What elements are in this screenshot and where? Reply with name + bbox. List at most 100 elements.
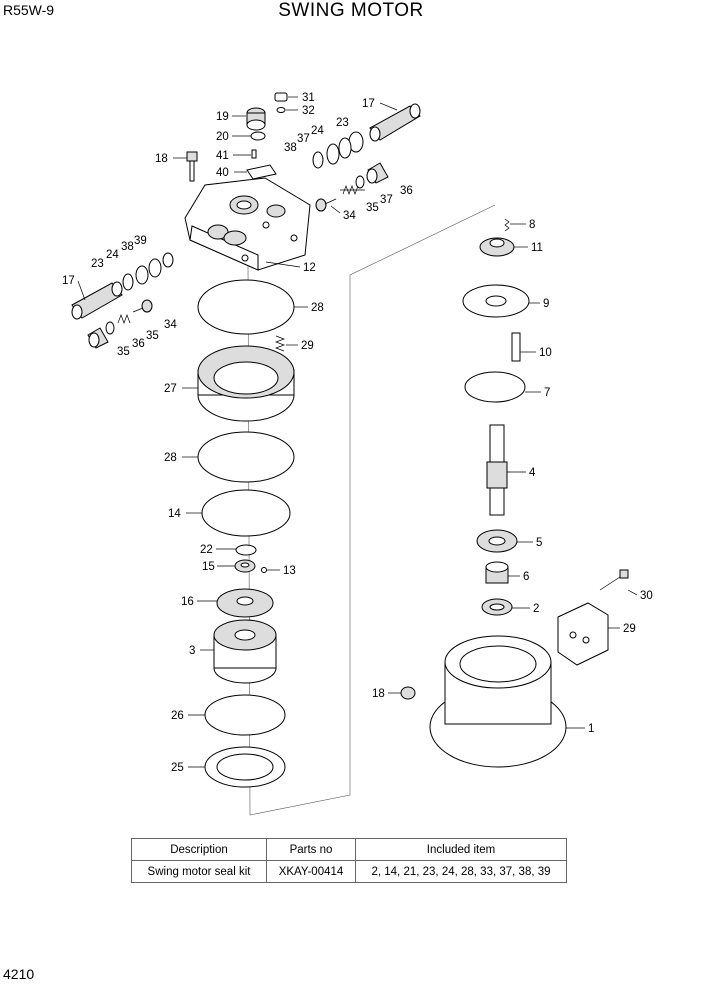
part-41-pin bbox=[251, 149, 257, 159]
callout-37-right: 37 bbox=[380, 194, 393, 206]
part-9-retainer-plate bbox=[462, 284, 530, 318]
part-15-bearing bbox=[234, 559, 256, 573]
callout-33: 32 bbox=[302, 105, 315, 117]
part-34-poppet-right bbox=[315, 198, 337, 212]
cell-parts-no: XKAY-00414 bbox=[266, 860, 356, 883]
part-14-o-ring bbox=[201, 489, 291, 537]
part-24-o-ring-left bbox=[135, 265, 149, 285]
callout-40: 40 bbox=[216, 167, 229, 179]
part-5-bearing bbox=[476, 529, 518, 553]
callout-7: 7 bbox=[544, 387, 550, 399]
callout-22: 22 bbox=[200, 544, 213, 556]
callout-17-left: 17 bbox=[62, 275, 75, 287]
part-37-ring-right bbox=[355, 175, 365, 189]
callout-39-left: 39 bbox=[134, 235, 147, 247]
callout-4: 4 bbox=[529, 467, 536, 479]
part-16-valve-plate bbox=[216, 588, 274, 618]
callout-10: 10 bbox=[539, 347, 552, 359]
part-2-oil-seal bbox=[481, 598, 513, 616]
part-10-piston bbox=[511, 332, 521, 362]
col-header-included-item: Included item bbox=[355, 838, 567, 861]
seal-kit-table: Description Parts no Included item Swing… bbox=[131, 838, 567, 883]
callout-38-left: 38 bbox=[121, 241, 134, 253]
part-22-washer bbox=[235, 544, 257, 556]
callout-17-right: 17 bbox=[362, 98, 375, 110]
part-33-o-ring bbox=[276, 107, 286, 113]
callout-28-lower: 28 bbox=[164, 452, 177, 464]
callout-11: 11 bbox=[531, 242, 543, 254]
part-37-ring-left bbox=[105, 321, 115, 335]
part-4-drive-shaft bbox=[486, 424, 508, 516]
callout-labels: 31 32 17 19 23 24 37 20 38 41 18 40 36 3… bbox=[62, 92, 653, 774]
callout-8: 8 bbox=[529, 219, 535, 231]
callout-23-left: 23 bbox=[91, 258, 104, 270]
callout-25: 25 bbox=[171, 762, 184, 774]
part-38-o-ring-right bbox=[326, 143, 340, 165]
part-17-spool-right bbox=[369, 103, 421, 142]
part-39-o-ring-right bbox=[312, 151, 324, 169]
callout-30: 29 bbox=[623, 623, 636, 635]
part-25-friction-plate bbox=[204, 746, 286, 788]
table-header-row: Description Parts no Included item bbox=[131, 838, 567, 861]
callout-39-right: 38 bbox=[284, 142, 297, 154]
part-8-spring bbox=[504, 218, 510, 232]
callout-13: 13 bbox=[283, 565, 296, 577]
callout-12: 12 bbox=[303, 262, 316, 274]
part-3-cylinder-block bbox=[213, 619, 277, 684]
part-12-valve-casing bbox=[184, 177, 311, 271]
part-36-plug-right bbox=[366, 162, 389, 184]
part-11-cap bbox=[479, 237, 515, 257]
page-title: SWING MOTOR bbox=[278, 0, 424, 21]
callout-29: 29 bbox=[301, 340, 314, 352]
callout-21: 20 bbox=[216, 131, 229, 143]
part-31-bolt bbox=[599, 569, 629, 591]
callout-15: 15 bbox=[202, 561, 215, 573]
callout-23-right: 23 bbox=[336, 117, 349, 129]
part-32-plug bbox=[274, 92, 288, 102]
part-28-o-ring-lower bbox=[197, 431, 295, 483]
part-7-shoe-plate bbox=[464, 371, 526, 403]
callout-20: 19 bbox=[216, 111, 229, 123]
callout-1: 1 bbox=[588, 723, 594, 735]
model-code: R55W-9 bbox=[3, 2, 55, 18]
callout-2: 2 bbox=[533, 603, 539, 615]
part-34-poppet-left bbox=[132, 299, 153, 313]
part-35-spring-left bbox=[117, 314, 131, 324]
part-23-o-ring-left bbox=[122, 273, 134, 291]
callout-27: 27 bbox=[164, 383, 177, 395]
callout-6: 6 bbox=[523, 571, 529, 583]
callout-9: 9 bbox=[543, 298, 549, 310]
table-row: Swing motor seal kit XKAY-00414 2, 14, 2… bbox=[131, 860, 567, 883]
callout-41: 41 bbox=[216, 150, 229, 162]
callout-35-left: 35 bbox=[146, 330, 159, 342]
callout-24-right: 24 bbox=[311, 125, 324, 137]
part-39-o-ring-left bbox=[162, 252, 174, 268]
callout-24-left: 24 bbox=[106, 249, 119, 261]
part-1-housing bbox=[429, 635, 567, 768]
callout-36-left: 35 bbox=[117, 346, 130, 358]
callout-38-right: 37 bbox=[297, 133, 310, 145]
callout-35-right: 35 bbox=[366, 202, 379, 214]
part-29-spring bbox=[275, 335, 285, 352]
callout-31: 30 bbox=[640, 590, 653, 602]
part-24-o-ring-right bbox=[338, 137, 352, 159]
part-36-plug-left bbox=[87, 327, 109, 349]
callout-28-upper: 28 bbox=[311, 302, 324, 314]
cell-description: Swing motor seal kit bbox=[131, 860, 267, 883]
col-header-parts-no: Parts no bbox=[266, 838, 356, 861]
callout-34-right: 34 bbox=[343, 210, 356, 222]
part-28-o-ring-upper bbox=[197, 279, 295, 335]
part-40-plate bbox=[246, 164, 277, 180]
part-30-valve-block bbox=[557, 602, 609, 666]
cell-included-item: 2, 14, 21, 23, 24, 28, 33, 37, 38, 39 bbox=[355, 860, 567, 883]
callout-14: 14 bbox=[168, 508, 181, 520]
callout-26: 26 bbox=[171, 710, 184, 722]
callout-3: 3 bbox=[189, 645, 195, 657]
part-6-bushing bbox=[485, 561, 509, 584]
callout-37-left: 36 bbox=[132, 338, 145, 350]
part-13-pin bbox=[261, 567, 267, 573]
callout-19: 18 bbox=[372, 688, 385, 700]
callout-18: 18 bbox=[155, 153, 168, 165]
page-number: 4210 bbox=[3, 966, 35, 982]
part-26-plate bbox=[204, 694, 286, 736]
